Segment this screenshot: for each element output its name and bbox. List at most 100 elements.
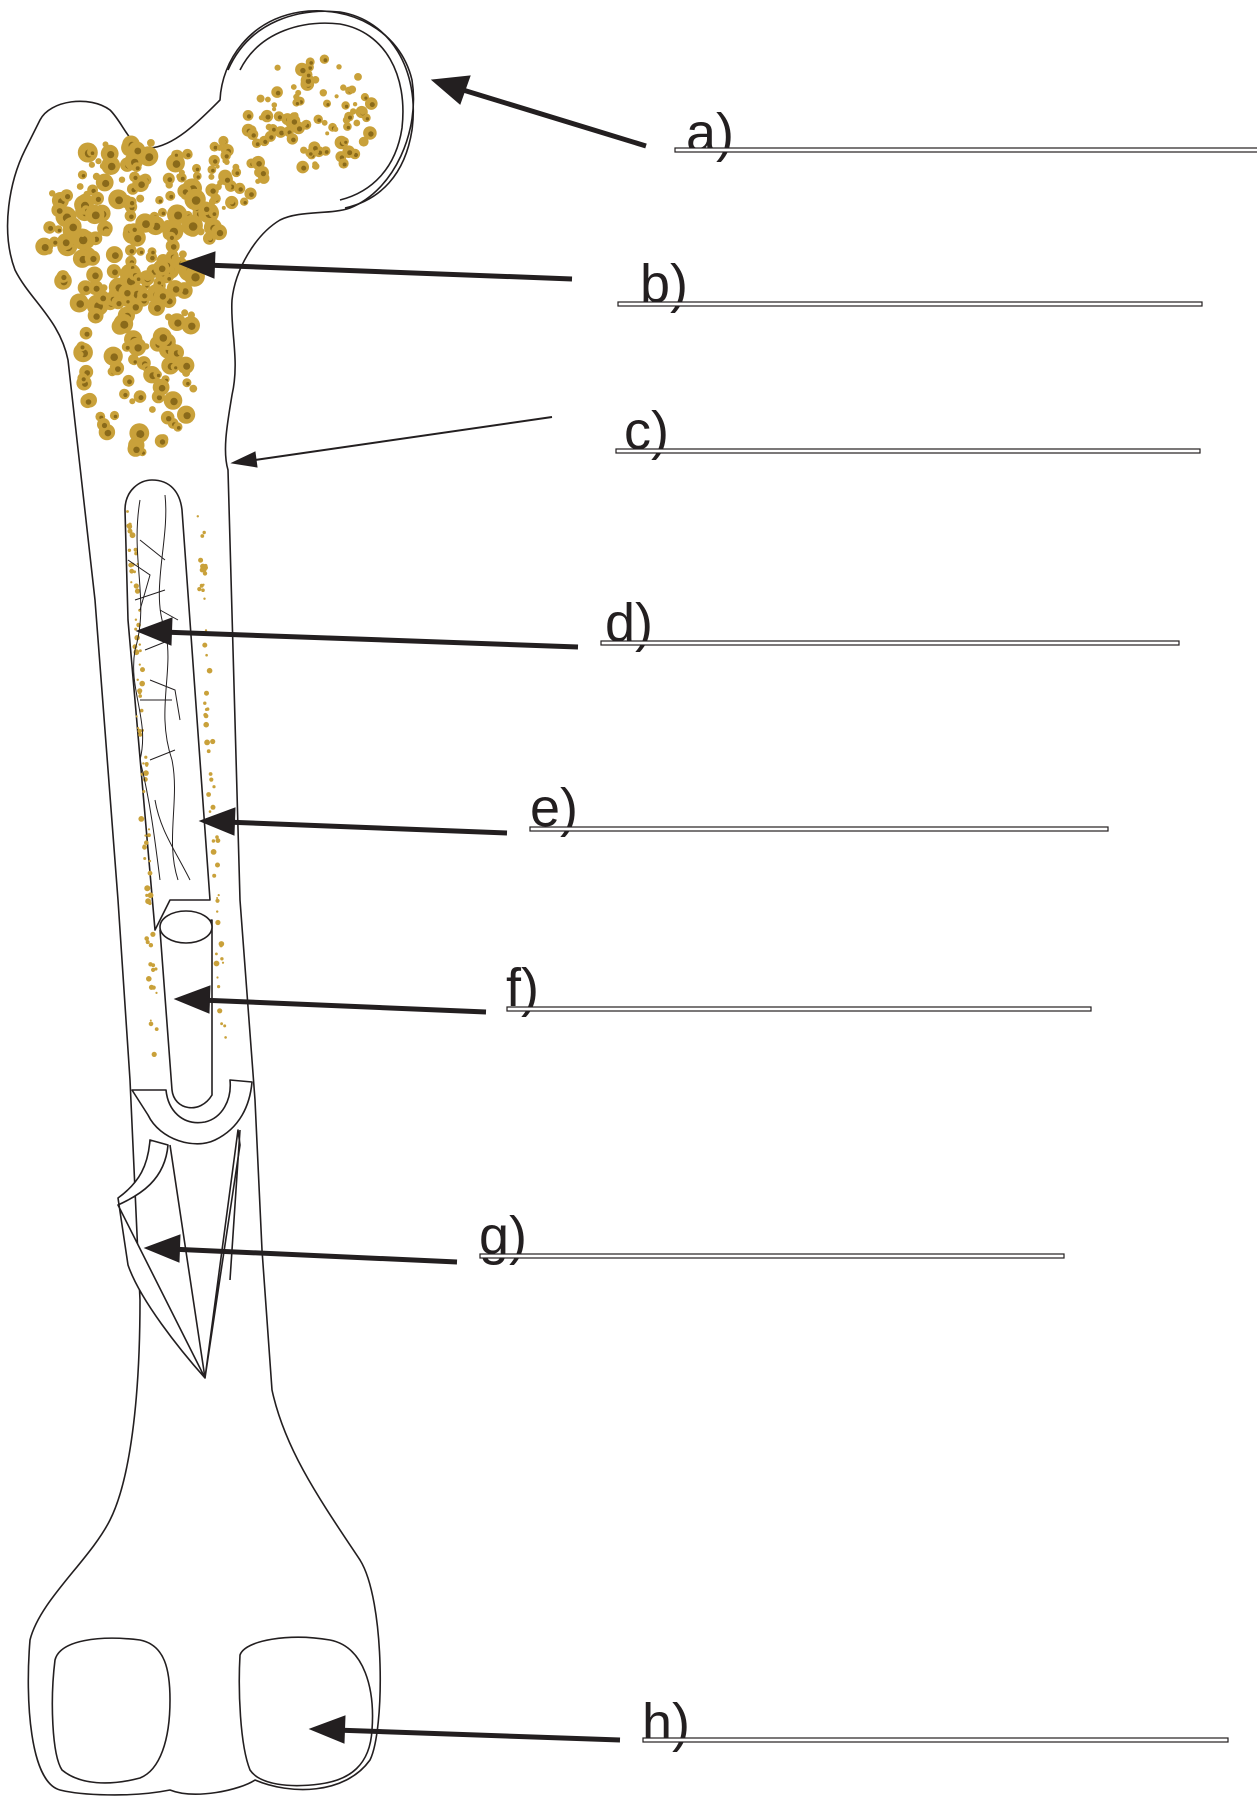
spongy-bone-speck (207, 668, 213, 674)
spongy-bone-pore (42, 244, 49, 251)
spongy-bone-pore (157, 374, 160, 377)
spongy-bone-pore (133, 447, 139, 453)
spongy-bone-speck (202, 584, 204, 586)
spongy-bone-speck (147, 833, 151, 837)
spongy-bone-pore (186, 382, 190, 386)
spongy-bone-speck (209, 772, 213, 776)
spongy-bone-pore (133, 176, 137, 180)
spongy-bone-speck (128, 549, 131, 552)
answer-line-c[interactable] (616, 449, 1200, 453)
spongy-bone-speck (148, 871, 153, 876)
spongy-bone-pore (162, 212, 166, 216)
spongy-bone-pore (115, 366, 121, 372)
spongy-bone-pore (92, 273, 99, 280)
spongy-bone-speck (134, 635, 139, 640)
label-h: h) (642, 1693, 690, 1753)
spongy-bone-pore (343, 163, 347, 167)
spongy-bone-speck (142, 762, 144, 764)
spongy-bone-pore (61, 275, 66, 280)
spongy-bone-pore (348, 116, 352, 120)
spongy-bone-pore (53, 241, 57, 245)
spongy-bone-speck (212, 874, 216, 878)
spongy-bone-speck (360, 109, 366, 115)
spongy-bone-pore (82, 377, 86, 381)
answer-line-b[interactable] (618, 302, 1202, 306)
spongy-bone-speck (224, 1036, 227, 1039)
answer-line-g[interactable] (480, 1254, 1064, 1258)
spongy-bone-pore (364, 97, 367, 100)
spongy-bone-speck (209, 810, 212, 813)
spongy-bone-speck (179, 170, 185, 176)
arrow-h (335, 1730, 620, 1740)
spongy-bone-speck (145, 762, 149, 766)
spongy-bone-speck (300, 147, 307, 154)
spongy-bone-pore (134, 360, 137, 363)
spongy-bone-pore (344, 141, 347, 144)
arrow-c (255, 417, 552, 460)
spongy-bone-speck (211, 805, 216, 810)
medial-condyle (239, 1637, 372, 1785)
spongy-bone-pore (160, 293, 166, 299)
spongy-bone-speck (128, 523, 131, 526)
answer-line-d[interactable] (601, 641, 1179, 645)
spongy-bone-speck (155, 1027, 159, 1031)
spongy-bone-pore (292, 119, 297, 124)
spongy-bone-pore (309, 61, 313, 65)
spongy-bone-speck (210, 739, 215, 744)
spongy-bone-speck (216, 910, 218, 912)
spongy-bone-pore (137, 277, 141, 281)
spongy-bone-speck (79, 230, 86, 237)
spongy-bone-speck (149, 406, 156, 413)
spongy-bone-speck (154, 967, 157, 970)
spongy-bone-speck (203, 598, 205, 600)
spongy-bone-speck (220, 944, 223, 947)
spongy-bone-pore (105, 430, 112, 437)
spongy-bone-pore (108, 163, 116, 171)
spongy-bone-pore (174, 212, 182, 220)
spongy-bone-speck (138, 816, 144, 822)
answer-line-e[interactable] (530, 827, 1108, 831)
spongy-bone-speck (150, 932, 155, 937)
spongy-bone-speck (164, 220, 172, 228)
spongy-bone-speck (207, 749, 211, 753)
spongy-bone-pore (79, 236, 87, 244)
answer-line-h[interactable] (643, 1738, 1228, 1742)
spongy-bone-speck (77, 183, 84, 190)
spongy-bone-pore (324, 58, 328, 62)
spongy-bone-pore (173, 160, 181, 168)
spongy-bone-speck (205, 654, 208, 657)
spongy-bone-speck (130, 581, 132, 583)
spongy-bone-pore (211, 169, 215, 173)
spongy-bone-pore (133, 304, 139, 310)
spongy-bone-speck (206, 792, 211, 797)
spongy-bone-pore (261, 171, 266, 176)
spongy-bone-pore (301, 166, 306, 171)
spongy-bone-speck (136, 195, 144, 203)
spongy-bone-pore (145, 153, 153, 161)
answer-line-f[interactable] (507, 1007, 1091, 1011)
answer-line-a[interactable] (675, 148, 1257, 152)
spongy-bone-speck (218, 894, 220, 896)
spongy-bone-pore (213, 159, 217, 163)
spongy-bone-speck (148, 902, 151, 905)
spongy-bone-pore (169, 195, 173, 199)
spongy-bone-speck (263, 167, 267, 171)
spongy-bone-pore (115, 196, 123, 204)
spongy-bone-pore (306, 79, 311, 84)
spongy-bone-pore (213, 212, 217, 216)
spongy-bone-speck (77, 351, 83, 357)
spongy-bone-speck (215, 863, 220, 868)
spongy-bone-speck (177, 349, 183, 355)
spongy-bone-speck (144, 834, 146, 836)
spongy-bone-speck (139, 664, 141, 666)
spongy-bone-pore (150, 256, 155, 261)
spongy-bone-pore (159, 385, 166, 392)
spongy-bone-speck (146, 976, 152, 982)
spongy-bone-speck (322, 120, 328, 126)
spongy-bone-pore (272, 128, 276, 132)
spongy-bone-pore (129, 215, 134, 220)
arrow-c-head (232, 452, 257, 467)
spongy-bone-speck (255, 179, 260, 184)
spongy-bone-pore (214, 146, 218, 150)
